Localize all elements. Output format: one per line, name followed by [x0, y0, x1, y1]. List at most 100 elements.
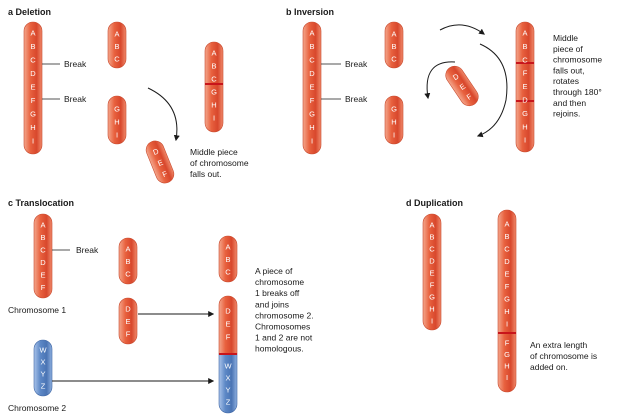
- arrow-falls-out-a: [147, 87, 180, 142]
- gene-label: B: [40, 233, 45, 242]
- caption-line: chromosome: [553, 55, 602, 65]
- caption-line: rotates: [553, 76, 579, 86]
- gene-label: D: [40, 258, 46, 267]
- caption-line: Chromosomes: [255, 322, 310, 332]
- gene-label: F: [31, 96, 36, 105]
- gene-label: A: [211, 49, 216, 58]
- gene-label: G: [309, 110, 315, 119]
- gene-label: G: [504, 350, 510, 359]
- gene-label: C: [125, 270, 131, 279]
- gene-label: B: [391, 42, 396, 51]
- gene-label: B: [30, 42, 35, 51]
- gene-label: F: [310, 96, 315, 105]
- gene-label: D: [429, 257, 435, 266]
- gene-label: F: [41, 283, 46, 292]
- gene-label: B: [125, 257, 130, 266]
- gene-label: E: [504, 270, 509, 279]
- gene-label: C: [114, 55, 120, 64]
- gene-label: H: [309, 123, 314, 132]
- caption-line: An extra length: [530, 340, 587, 350]
- panel-title-inversion: b Inversion: [286, 7, 334, 17]
- gene-label: D: [309, 69, 315, 78]
- gene-label: C: [522, 55, 528, 64]
- caption-line: A piece of: [255, 266, 293, 276]
- gene-label: W: [224, 362, 232, 371]
- gene-label: B: [225, 255, 230, 264]
- gene-label: F: [126, 330, 131, 339]
- gene-label: C: [309, 56, 315, 65]
- gene-label: F: [505, 339, 510, 348]
- chromosome-b-bottom-piece: GHI: [384, 95, 404, 145]
- panel-title-duplication: d Duplication: [406, 198, 463, 208]
- gene-label: A: [504, 220, 509, 229]
- chromosome-b-top-piece: ABC: [384, 21, 404, 69]
- caption-line: of chromosome is: [530, 351, 597, 361]
- chromosome-c-top-piece: ABC: [118, 237, 138, 285]
- gene-label: G: [429, 293, 435, 302]
- panel-title-translocation: c Translocation: [8, 198, 74, 208]
- gene-label: C: [504, 245, 510, 254]
- gene-label: D: [451, 71, 461, 82]
- chromosome-c-result-top: ABC: [218, 235, 238, 283]
- gene-label: I: [311, 137, 313, 146]
- gene-label: G: [504, 295, 510, 304]
- gene-label: I: [116, 131, 118, 140]
- gene-label: A: [30, 29, 35, 38]
- gene-label: G: [522, 109, 528, 118]
- break-label-1: Break: [64, 59, 87, 69]
- caption-line: falls out,: [553, 65, 585, 75]
- gene-label: H: [211, 101, 216, 110]
- gene-label: G: [114, 105, 120, 114]
- gene-label: F: [505, 282, 510, 291]
- gene-labels-c-top: ABC: [125, 245, 131, 279]
- gene-label: G: [391, 105, 397, 114]
- caption-line: of chromosome: [190, 158, 249, 168]
- gene-label: A: [114, 30, 119, 39]
- gene-label: A: [391, 30, 396, 39]
- gene-labels-b-bottom: GHI: [391, 105, 397, 140]
- caption-line: Middle piece: [190, 147, 238, 157]
- gene-labels-c-moving: DEF: [125, 305, 131, 339]
- chromosome-c-moving-piece: DEF: [118, 297, 138, 345]
- gene-label: C: [40, 246, 46, 255]
- gene-label: D: [125, 305, 131, 314]
- gene-label: D: [225, 307, 231, 316]
- gene-label: E: [309, 83, 314, 92]
- gene-labels-b-top: ABC: [391, 30, 397, 64]
- gene-label: A: [225, 243, 230, 252]
- caption-line: Middle: [553, 33, 578, 43]
- chromosome-b-rotating-piece: DEF: [445, 65, 479, 107]
- gene-label: C: [225, 268, 231, 277]
- gene-label: H: [504, 307, 509, 316]
- gene-labels-a-lost: DEF: [152, 146, 169, 179]
- gene-label: B: [522, 42, 527, 51]
- gene-label: I: [506, 320, 508, 329]
- gene-label: I: [506, 373, 508, 382]
- panel-title-deletion: a Deletion: [8, 7, 51, 17]
- gene-label: F: [161, 169, 169, 179]
- break-label-2: Break: [64, 94, 87, 104]
- gene-label: F: [226, 333, 231, 342]
- gene-label: F: [523, 69, 528, 78]
- gene-label: B: [429, 233, 434, 242]
- caption-line: homologous.: [255, 344, 304, 354]
- gene-label: D: [30, 69, 36, 78]
